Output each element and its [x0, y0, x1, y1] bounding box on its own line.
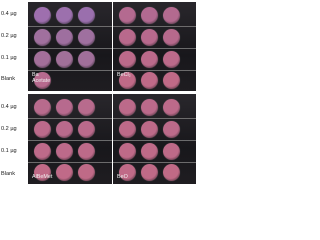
sample-disc [77, 6, 95, 24]
row-divider [113, 70, 196, 71]
sample-disc [118, 163, 136, 181]
sample-disc [55, 98, 73, 116]
sample-disc [118, 6, 136, 24]
row-label-0-2ug-top: 0.2 µg [1, 33, 17, 39]
panel-ba-acetate: Ba Acetate [28, 2, 112, 91]
sample-disc [77, 163, 95, 181]
sample-disc [118, 28, 136, 46]
sample-disc [162, 28, 180, 46]
sample-disc [140, 28, 158, 46]
sample-disc [55, 142, 73, 160]
panel-label: BeO [117, 174, 128, 180]
row-divider [113, 118, 196, 119]
sample-disc [33, 98, 51, 116]
sample-disc [140, 142, 158, 160]
sample-disc [140, 120, 158, 138]
sample-disc [33, 28, 51, 46]
sample-disc [55, 28, 73, 46]
sample-disc [77, 28, 95, 46]
sample-disc [118, 71, 136, 89]
sample-disc [33, 163, 51, 181]
panel-label: BeCl₂ [117, 72, 131, 78]
row-label-blank-bottom: Blank [1, 171, 15, 177]
row-divider [113, 48, 196, 49]
row-divider [113, 26, 196, 27]
sample-disc [118, 98, 136, 116]
sample-disc [162, 6, 180, 24]
sample-disc [118, 120, 136, 138]
sample-disc [77, 120, 95, 138]
figure: 0.4 µg 0.2 µg 0.1 µg Blank 0.4 µg 0.2 µg… [0, 0, 197, 185]
panel-beo: BeO [113, 94, 196, 184]
row-label-0-1ug-bottom: 0.1 µg [1, 148, 17, 154]
row-divider [113, 162, 196, 163]
row-label-blank-top: Blank [1, 76, 15, 82]
sample-disc [55, 6, 73, 24]
sample-disc [140, 98, 158, 116]
row-label-0-4ug-bottom: 0.4 µg [1, 104, 17, 110]
sample-disc [140, 71, 158, 89]
row-divider [28, 118, 112, 119]
row-divider [28, 48, 112, 49]
sample-disc [162, 98, 180, 116]
panel-becl2: BeCl₂ [113, 2, 196, 91]
row-divider [28, 26, 112, 27]
panel-albemet: AlBeMet [28, 94, 112, 184]
row-divider [28, 70, 112, 71]
sample-disc [162, 50, 180, 68]
sample-disc [118, 50, 136, 68]
row-divider [28, 162, 112, 163]
sample-disc [55, 163, 73, 181]
sample-disc [55, 120, 73, 138]
sample-disc [77, 50, 95, 68]
sample-disc [162, 71, 180, 89]
sample-disc [162, 163, 180, 181]
sample-disc [77, 98, 95, 116]
sample-disc [118, 142, 136, 160]
sample-disc [162, 142, 180, 160]
sample-disc [33, 50, 51, 68]
sample-disc [77, 142, 95, 160]
sample-disc [162, 120, 180, 138]
row-divider [28, 140, 112, 141]
sample-disc [33, 6, 51, 24]
sample-disc [33, 71, 51, 89]
panel-label: AlBeMet [32, 174, 53, 180]
row-label-0-2ug-bottom: 0.2 µg [1, 126, 17, 132]
sample-disc [33, 120, 51, 138]
panel-label: Ba Acetate [32, 72, 51, 84]
row-divider [113, 140, 196, 141]
sample-disc [55, 50, 73, 68]
sample-disc [140, 50, 158, 68]
sample-disc [140, 6, 158, 24]
sample-disc [140, 163, 158, 181]
row-label-0-4ug-top: 0.4 µg [1, 11, 17, 17]
sample-disc [33, 142, 51, 160]
row-label-0-1ug-top: 0.1 µg [1, 55, 17, 61]
